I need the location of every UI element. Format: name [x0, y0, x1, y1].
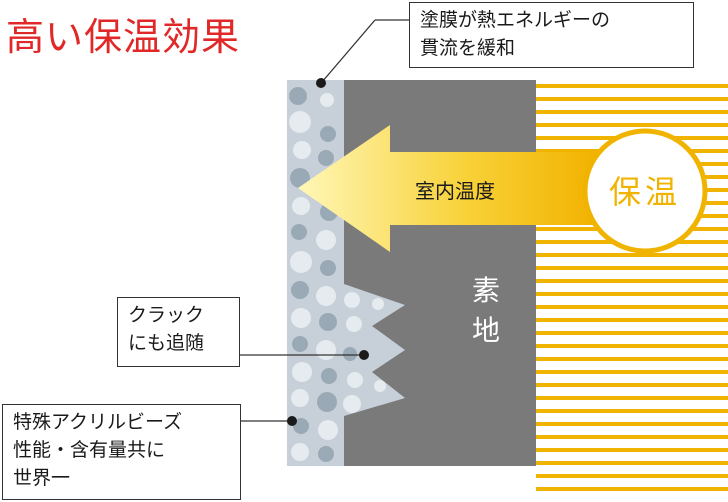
heat-stripe: [536, 279, 728, 283]
acrylic-bead: [343, 347, 357, 361]
heat-stripe: [536, 253, 728, 257]
heat-stripe: [536, 331, 728, 335]
heat-stripe: [536, 383, 728, 387]
callout-line: 貫流を緩和: [420, 37, 516, 59]
acrylic-bead: [292, 362, 312, 382]
acrylic-beads: [289, 87, 386, 462]
substrate-label-1: 素: [472, 274, 500, 307]
acrylic-bead: [318, 420, 338, 440]
callout-line: 性能・含有量共に: [13, 439, 166, 461]
acrylic-bead: [289, 111, 311, 133]
acrylic-bead: [320, 126, 336, 142]
acrylic-bead: [291, 389, 309, 407]
acrylic-bead: [372, 298, 384, 310]
acrylic-bead: [346, 316, 362, 332]
heat-stripe: [536, 123, 728, 127]
acrylic-bead: [289, 87, 307, 105]
acrylic-bead: [291, 443, 309, 461]
acrylic-bead: [293, 141, 311, 159]
heat-stripe: [536, 370, 728, 374]
callout-coating-heat-flow: 塗膜が熱エネルギーの 貫流を緩和: [409, 2, 694, 68]
acrylic-bead: [293, 418, 309, 434]
heat-stripe: [536, 318, 728, 322]
heat-stripe: [536, 110, 728, 114]
room-temperature-arrow: [298, 125, 598, 252]
heat-stripe: [536, 344, 728, 348]
acrylic-bead: [344, 292, 360, 308]
substrate-label-2: 地: [472, 314, 500, 347]
heat-stripe: [536, 409, 728, 413]
heat-stripe: [536, 474, 728, 478]
acrylic-bead: [290, 168, 310, 188]
callout-line: 塗膜が熱エネルギーの: [420, 9, 611, 31]
heat-stripe: [536, 461, 728, 465]
leader-line-top: [321, 19, 376, 83]
acrylic-bead: [292, 197, 310, 215]
arrow-label: 室内温度: [415, 179, 495, 203]
callout-line: 世界一: [13, 467, 71, 489]
acrylic-bead: [291, 308, 311, 328]
heat-stripe: [536, 448, 728, 452]
acrylic-bead: [291, 281, 309, 299]
heat-stripe: [536, 305, 728, 309]
callout-line: にも追随: [128, 332, 205, 354]
callout-line: 特殊アクリルビーズ: [13, 411, 183, 433]
heat-stripe: [536, 357, 728, 361]
acrylic-bead: [318, 446, 334, 462]
page-title: 高い保温効果: [6, 15, 241, 59]
leader-dot-beads: [287, 416, 297, 426]
acrylic-bead: [316, 230, 336, 250]
heat-stripe: [536, 97, 728, 101]
acrylic-bead: [292, 336, 308, 352]
acrylic-bead: [318, 150, 334, 166]
heat-stripe: [536, 435, 728, 439]
acrylic-bead: [343, 395, 361, 413]
acrylic-bead: [316, 340, 336, 360]
acrylic-bead: [374, 380, 386, 392]
heat-stripe: [536, 266, 728, 270]
acrylic-bead: [319, 313, 337, 331]
acrylic-bead: [291, 224, 307, 240]
acrylic-bead: [317, 392, 337, 412]
callout-crack-following: クラック にも追随: [117, 297, 240, 367]
leader-dot-top: [316, 78, 326, 88]
acrylic-bead: [290, 251, 312, 273]
callout-acrylic-beads: 特殊アクリルビーズ 性能・含有量共に 世界一: [2, 404, 241, 500]
heat-stripe: [536, 422, 728, 426]
heat-stripe: [536, 84, 728, 88]
heat-stripe: [536, 396, 728, 400]
acrylic-bead: [320, 260, 336, 276]
heat-label: 保温: [609, 173, 681, 211]
acrylic-bead: [347, 372, 363, 388]
heat-retention-circle: [582, 128, 708, 254]
acrylic-bead: [321, 368, 337, 384]
leader-dot-crack: [359, 350, 369, 360]
acrylic-bead: [316, 286, 336, 306]
heat-stripe: [536, 487, 728, 491]
heat-stripe: [536, 292, 728, 296]
acrylic-bead: [320, 93, 334, 107]
callout-line: クラック: [128, 304, 205, 326]
